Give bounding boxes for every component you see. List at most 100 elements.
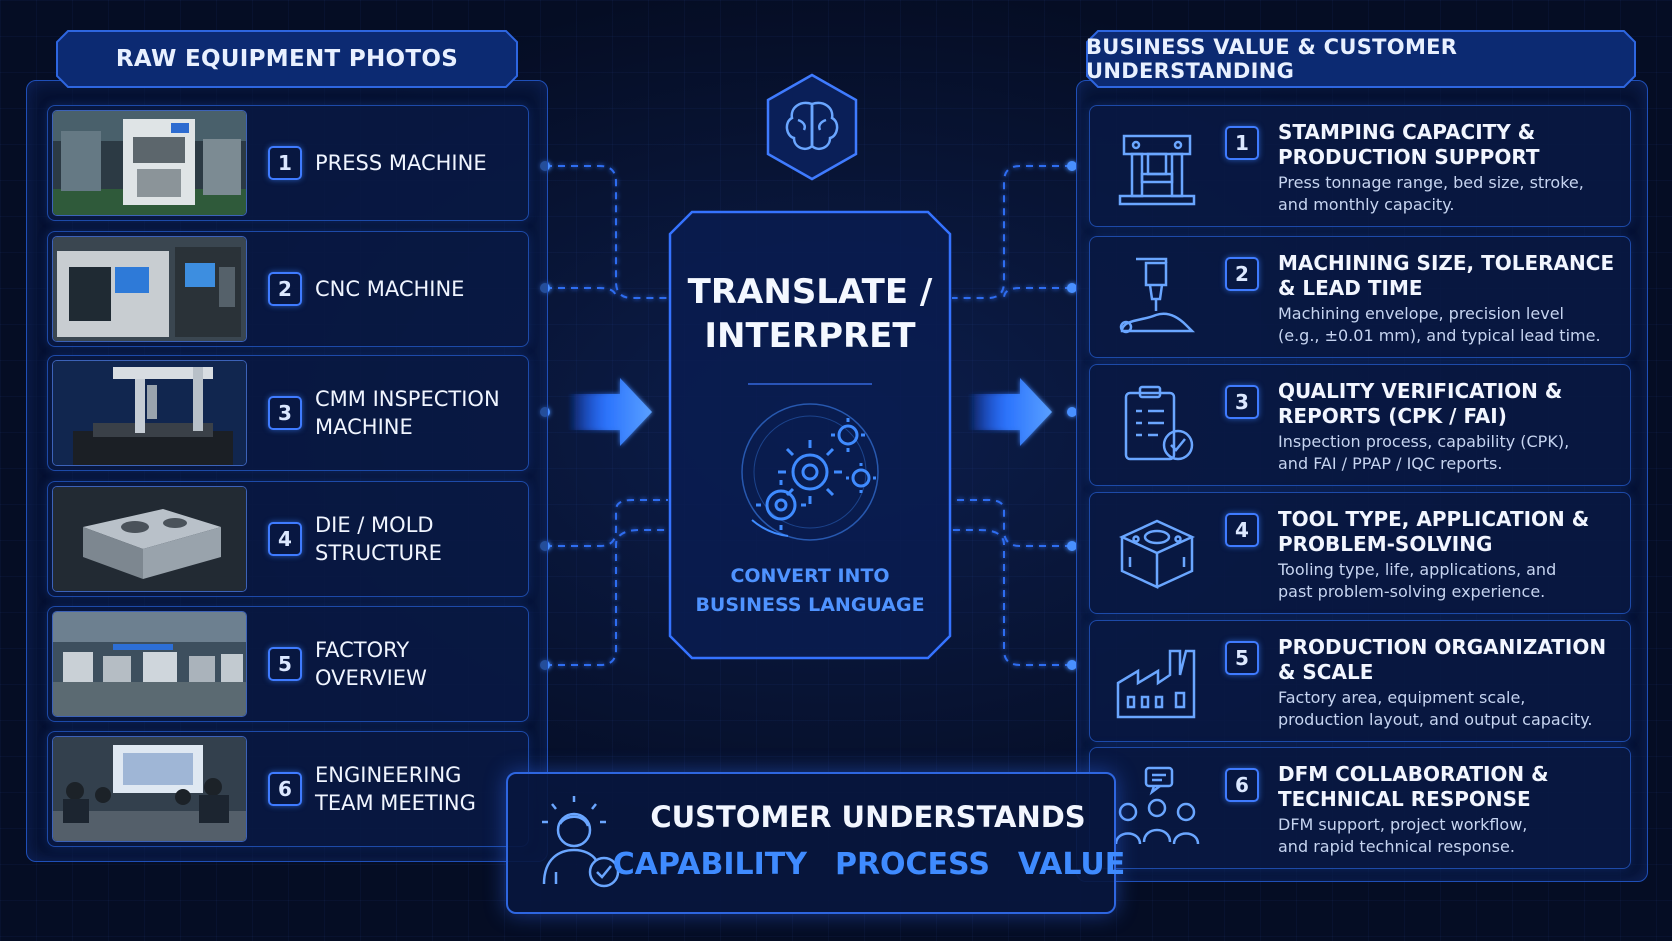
item-description: Tooling type, life, applications, and pa…: [1278, 559, 1618, 603]
item-number-badge: 3: [268, 396, 302, 430]
value-capability: CAPABILITY: [612, 847, 807, 882]
gears-icon: [741, 403, 879, 541]
team-chat-icon: [1114, 766, 1200, 845]
item-number-badge: 2: [1225, 257, 1259, 291]
team-meeting-photo: [52, 736, 247, 842]
item-title-line-2: PRODUCTION SUPPORT: [1278, 145, 1540, 169]
center-subtitle-line-2: BUSINESS LANGUAGE: [695, 594, 925, 616]
press-machine-photo: [52, 110, 247, 216]
left-panel-header: RAW EQUIPMENT PHOTOS: [56, 30, 518, 88]
item-title: DFM COLLABORATION & TECHNICAL RESPONSE: [1278, 762, 1618, 812]
item-label: FACTORY OVERVIEW: [315, 638, 427, 690]
left-card-press-machine[interactable]: 1 PRESS MACHINE: [47, 105, 529, 221]
item-title: QUALITY VERIFICATION & REPORTS (CPK / FA…: [1278, 379, 1618, 429]
right-header-text: BUSINESS VALUE & CUSTOMER UNDERSTANDING: [1086, 35, 1458, 83]
item-title-line-1: TOOL TYPE, APPLICATION &: [1278, 507, 1590, 531]
item-number-badge: 6: [268, 772, 302, 806]
item-title-line-1: MACHINING SIZE, TOLERANCE: [1278, 251, 1615, 275]
item-title-line-1: PRODUCTION ORGANIZATION: [1278, 635, 1607, 659]
item-label: DIE / MOLD STRUCTURE: [315, 513, 442, 565]
item-title-line-1: STAMPING CAPACITY &: [1278, 120, 1536, 144]
item-number-badge: 6: [1225, 768, 1259, 802]
item-number-badge: 4: [268, 522, 302, 556]
right-panel-header: BUSINESS VALUE & CUSTOMER UNDERSTANDING: [1086, 30, 1636, 88]
right-card-tool-type[interactable]: 4 TOOL TYPE, APPLICATION & PROBLEM-SOLVI…: [1089, 492, 1631, 614]
item-title: PRODUCTION ORGANIZATION & SCALE: [1278, 635, 1618, 685]
item-label: CMM INSPECTION MACHINE: [315, 387, 500, 439]
item-title-line-2: REPORTS (CPK / FAI): [1278, 404, 1507, 428]
value-value: VALUE: [1017, 847, 1126, 882]
item-desc-line-1: Tooling type, life, applications, and: [1278, 560, 1557, 579]
item-description: DFM support, project workflow, and rapid…: [1278, 814, 1618, 858]
item-title: MACHINING SIZE, TOLERANCE & LEAD TIME: [1278, 251, 1618, 301]
left-card-die-mold[interactable]: 4 DIE / MOLD STRUCTURE: [47, 481, 529, 597]
bottom-title: CUSTOMER UNDERSTANDS: [650, 800, 1086, 834]
right-card-quality-verification[interactable]: 3 QUALITY VERIFICATION & REPORTS (CPK / …: [1089, 364, 1631, 486]
item-desc-line-1: DFM support, project workflow,: [1278, 815, 1528, 834]
item-number-badge: 4: [1225, 513, 1259, 547]
brain-icon: [766, 73, 858, 181]
item-desc-line-2: and FAI / PPAP / IQC reports.: [1278, 454, 1503, 473]
bottom-values: CAPABILITY PROCESS VALUE: [613, 847, 1125, 882]
item-description: Factory area, equipment scale, productio…: [1278, 687, 1618, 731]
item-desc-line-1: Press tonnage range, bed size, stroke,: [1278, 173, 1584, 192]
right-card-machining[interactable]: 2 MACHINING SIZE, TOLERANCE & LEAD TIME …: [1089, 236, 1631, 358]
item-title-line-1: QUALITY VERIFICATION &: [1278, 379, 1563, 403]
item-description: Machining envelope, precision level (e.g…: [1278, 303, 1618, 347]
left-card-cmm-inspection[interactable]: 3 CMM INSPECTION MACHINE: [47, 355, 529, 471]
item-desc-line-2: and rapid technical response.: [1278, 837, 1515, 856]
left-card-factory-overview[interactable]: 5 FACTORY OVERVIEW: [47, 606, 529, 722]
item-label: ENGINEERING TEAM MEETING: [315, 763, 476, 815]
left-header-text: RAW EQUIPMENT PHOTOS: [115, 46, 459, 72]
item-description: Inspection process, capability (CPK), an…: [1278, 431, 1618, 475]
item-title: TOOL TYPE, APPLICATION & PROBLEM-SOLVING: [1278, 507, 1618, 557]
right-card-production-organization[interactable]: 5 PRODUCTION ORGANIZATION & SCALE Factor…: [1089, 620, 1631, 742]
translate-interpret-box: [668, 210, 952, 660]
item-description: Press tonnage range, bed size, stroke, a…: [1278, 172, 1618, 216]
item-title-line-2: & SCALE: [1278, 660, 1374, 684]
item-number-badge: 5: [1225, 641, 1259, 675]
right-card-stamping-capacity[interactable]: 1 STAMPING CAPACITY & PRODUCTION SUPPORT…: [1089, 105, 1631, 227]
cnc-spindle-icon: [1119, 257, 1196, 334]
item-label: PRESS MACHINE: [315, 151, 487, 175]
right-card-dfm-collaboration[interactable]: 6 DFM COLLABORATION & TECHNICAL RESPONSE…: [1089, 747, 1631, 869]
item-title: STAMPING CAPACITY & PRODUCTION SUPPORT: [1278, 120, 1618, 170]
clipboard-check-icon: [1124, 385, 1194, 461]
center-title-line-1: TRANSLATE /: [687, 272, 933, 312]
center-title-line-2: INTERPRET: [704, 316, 916, 356]
item-desc-line-2: production layout, and output capacity.: [1278, 710, 1593, 729]
press-icon: [1118, 134, 1196, 206]
cnc-machine-photo: [52, 236, 247, 342]
center-title: TRANSLATE / INTERPRET: [668, 270, 952, 358]
item-desc-line-2: (e.g., ±0.01 mm), and typical lead time.: [1278, 326, 1601, 345]
item-number-badge: 1: [1225, 126, 1259, 160]
item-title-line-2: PROBLEM-SOLVING: [1278, 532, 1493, 556]
factory-icon: [1116, 649, 1196, 719]
item-label: CNC MACHINE: [315, 277, 465, 301]
item-number-badge: 3: [1225, 385, 1259, 419]
item-desc-line-1: Factory area, equipment scale,: [1278, 688, 1526, 707]
die-mold-photo: [52, 486, 247, 592]
value-process: PROCESS: [834, 847, 990, 882]
center-subtitle: CONVERT INTO BUSINESS LANGUAGE: [668, 562, 952, 620]
customer-check-icon: [542, 796, 620, 888]
left-card-cnc-machine[interactable]: 2 CNC MACHINE: [47, 231, 529, 347]
item-number-badge: 2: [268, 272, 302, 306]
item-desc-line-1: Inspection process, capability (CPK),: [1278, 432, 1570, 451]
item-title-line-1: DFM COLLABORATION &: [1278, 762, 1549, 786]
item-title-line-2: TECHNICAL RESPONSE: [1278, 787, 1531, 811]
item-title-line-2: & LEAD TIME: [1278, 276, 1423, 300]
item-number-badge: 1: [268, 146, 302, 180]
mold-icon: [1118, 519, 1196, 589]
item-desc-line-2: past problem-solving experience.: [1278, 582, 1546, 601]
item-desc-line-1: Machining envelope, precision level: [1278, 304, 1564, 323]
item-desc-line-2: and monthly capacity.: [1278, 195, 1455, 214]
item-number-badge: 5: [268, 647, 302, 681]
customer-understands-box: CUSTOMER UNDERSTANDS CAPABILITY PROCESS …: [506, 772, 1125, 914]
cmm-machine-photo: [52, 360, 247, 466]
center-subtitle-line-1: CONVERT INTO: [730, 565, 890, 587]
factory-floor-photo: [52, 611, 247, 717]
left-card-engineering-meeting[interactable]: 6 ENGINEERING TEAM MEETING: [47, 731, 529, 847]
